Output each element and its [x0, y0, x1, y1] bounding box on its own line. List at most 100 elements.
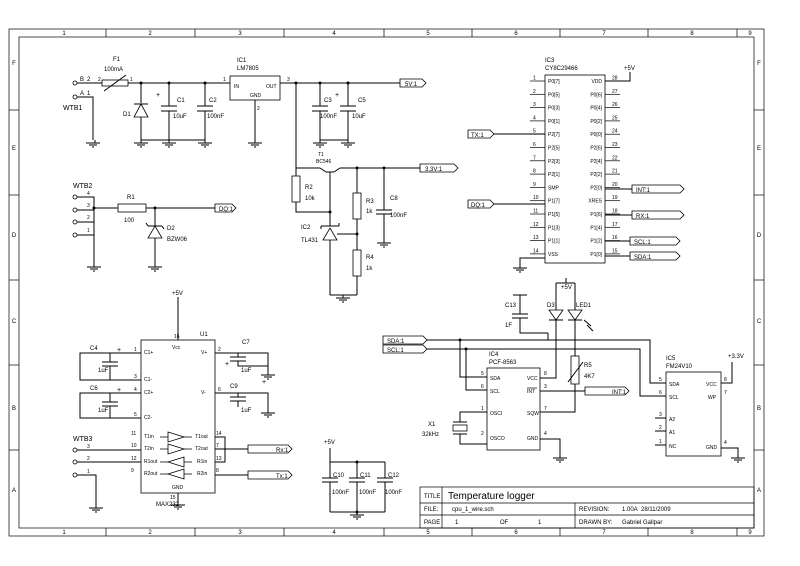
ic3-pin-name: P2[2] [590, 172, 602, 178]
c10-capacitor: C10 100nF [332, 473, 349, 496]
file-name: cpu_1_wire.sch [452, 507, 494, 513]
ic3-pin-name: P1[0] [590, 252, 602, 258]
ic3-pin-name: P1[2] [590, 239, 602, 245]
u1-max232: U1 MAX232 C1+ C1- C2+ C2- Vcc V+ V- T1in… [131, 332, 222, 508]
col-label: 9 [748, 530, 752, 536]
f1-value: 100mA [104, 67, 123, 73]
ic4-pin-num: 6 [481, 384, 484, 390]
row-label: B [12, 406, 16, 412]
c3-value: 100nF [320, 114, 337, 120]
net-label-text: SDA:1 [634, 255, 652, 261]
ic1-regulator: IC1 LM7805 IN OUT GND 1 3 2 [223, 58, 290, 148]
r1-resistor: R1 100 [117, 195, 147, 224]
power-supply-section: B 2 A 1 WTB1 F1 100mA 2 1 D1 + C1 [63, 57, 427, 148]
net-label-int-ic4: INT:1 [584, 386, 630, 396]
col-label: 6 [514, 530, 518, 536]
title-block: TITLE Temperature logger FILE: cpu_1_wir… [419, 486, 755, 529]
net-label-text: SCL:1 [634, 240, 651, 246]
c3-ref: C3 [324, 98, 332, 104]
ic3-pin-num: 7 [533, 155, 536, 161]
row-label: A [757, 488, 761, 494]
ic5-pin-name: SCL [669, 395, 679, 401]
u1-pin-name: T1in [144, 434, 154, 440]
net-label-sda-ic3: SDA:1 [629, 251, 681, 261]
d1-diode: D1 [123, 83, 149, 140]
r5-resistor: R5 4K7 [567, 355, 595, 385]
r2-resistor: R2 10k [291, 175, 316, 203]
d1-ref: D1 [123, 112, 131, 118]
wtb3-ref: WTB3 [73, 436, 93, 443]
ic3-pin-list: 1P0[7]2P0[5]3P0[3]4P0[1]5P2[7]6P2[5]7P2[… [530, 76, 620, 258]
ic5-pin-num: 3 [659, 412, 662, 418]
u1-pin-num: 16 [174, 334, 180, 340]
u1-pin-num: 9 [131, 468, 134, 474]
wtb3-terminal: 3 2 1 [72, 444, 90, 478]
revision-value: 1.00A [622, 507, 638, 513]
col-label: 7 [602, 530, 606, 536]
r3-resistor: R3 1k [352, 192, 374, 220]
ic3-pin-num: 12 [533, 222, 539, 228]
net-label-text: SDA:1 [387, 339, 405, 345]
plus-sign-icon: + [225, 361, 229, 368]
r3-value: 1k [366, 209, 373, 215]
wtb1-ref: WTB1 [63, 105, 83, 112]
ic3-pin-name: P1[7] [548, 199, 560, 205]
regulator-3v3-section: R2 10k T1 BC546 3.3V:1 R3 1k C8 100nF [291, 83, 459, 303]
c10-value: 100nF [332, 490, 349, 496]
r1-value: 100 [124, 218, 135, 224]
ic3-pin-name: SMP [548, 185, 560, 191]
ic5-pin-name: A1 [669, 430, 675, 436]
ic1-pin-out: OUT [266, 84, 277, 90]
ic3-pin-num: 11 [533, 209, 538, 215]
net-label-text: DQ:1 [471, 203, 486, 209]
ic5-pin-num: 2 [659, 425, 662, 431]
d2-zener: D2 BZW06 [145, 208, 188, 272]
led1-ref: LED1 [576, 303, 592, 309]
ic5-fram: IC5 FM24V10 SDA SCL A2 A1 NC VCC WP GND … [655, 354, 745, 463]
ic5-pin-name: NC [669, 444, 677, 450]
t1-ref: T1 [318, 152, 324, 158]
wtb1-pin-b-num: 2 [87, 77, 91, 83]
wtb1-pin-b: B [80, 77, 84, 83]
u1-pin-name: GND [172, 485, 184, 491]
wtb1-terminal: B 2 A 1 WTB1 [63, 77, 91, 112]
revision-label: REVISION: [579, 507, 610, 513]
of-label: OF [500, 520, 509, 526]
ic4-pin-name: OSCO [490, 436, 505, 442]
ic3-pin-num: 13 [533, 235, 539, 241]
ic5-pin-num: 6 [659, 390, 662, 396]
rs232-section: +5V U1 MAX232 C1+ C1- C2+ C2- Vcc V+ V- … [72, 291, 293, 513]
ic3-pin-num: 17 [612, 222, 618, 228]
col-label: 5 [426, 530, 430, 536]
net-label-text: Rx:1 [276, 448, 289, 454]
rtc-power-label: +5V [561, 285, 572, 291]
ic4-pin-name: INT [527, 389, 535, 395]
c13-value: 1F [505, 323, 512, 329]
c1-ref: C1 [177, 98, 185, 104]
ic3-pin-name: P1[6] [590, 212, 602, 218]
net-label-text: INT:1 [636, 188, 651, 194]
c10-ref: C10 [333, 473, 345, 479]
ic3-pin-num: 26 [612, 102, 618, 108]
col-label: 4 [332, 530, 336, 536]
ic2-shunt-regulator: IC2 TL431 [301, 212, 357, 295]
r5-ref: R5 [584, 363, 592, 369]
u1-pin-name: R2out [144, 471, 158, 477]
ic4-pin-num: 4 [544, 431, 547, 437]
c6-ref: C6 [90, 386, 98, 392]
c4-value: 1uF [98, 368, 109, 374]
u1-pin-name: T2in [144, 446, 154, 452]
r2-value: 10k [305, 196, 316, 202]
ic4-ref: IC4 [489, 352, 499, 358]
f1-fuse: F1 100mA 2 1 [98, 57, 133, 92]
net-label-int-ic3: INT:1 [631, 184, 685, 194]
ic3-pin-name: P2[4] [590, 159, 602, 165]
ic3-pin-name: VSS [548, 252, 559, 258]
ic1-pin-num: 3 [287, 77, 290, 83]
ic3-pin-name: P1[1] [548, 239, 560, 245]
ic4-part: PCF-8563 [489, 360, 517, 366]
wtb2-pin: 4 [87, 191, 90, 197]
c9-ref: C9 [230, 384, 238, 390]
row-label: E [757, 146, 761, 152]
ic3-pin-num: 2 [533, 89, 536, 95]
